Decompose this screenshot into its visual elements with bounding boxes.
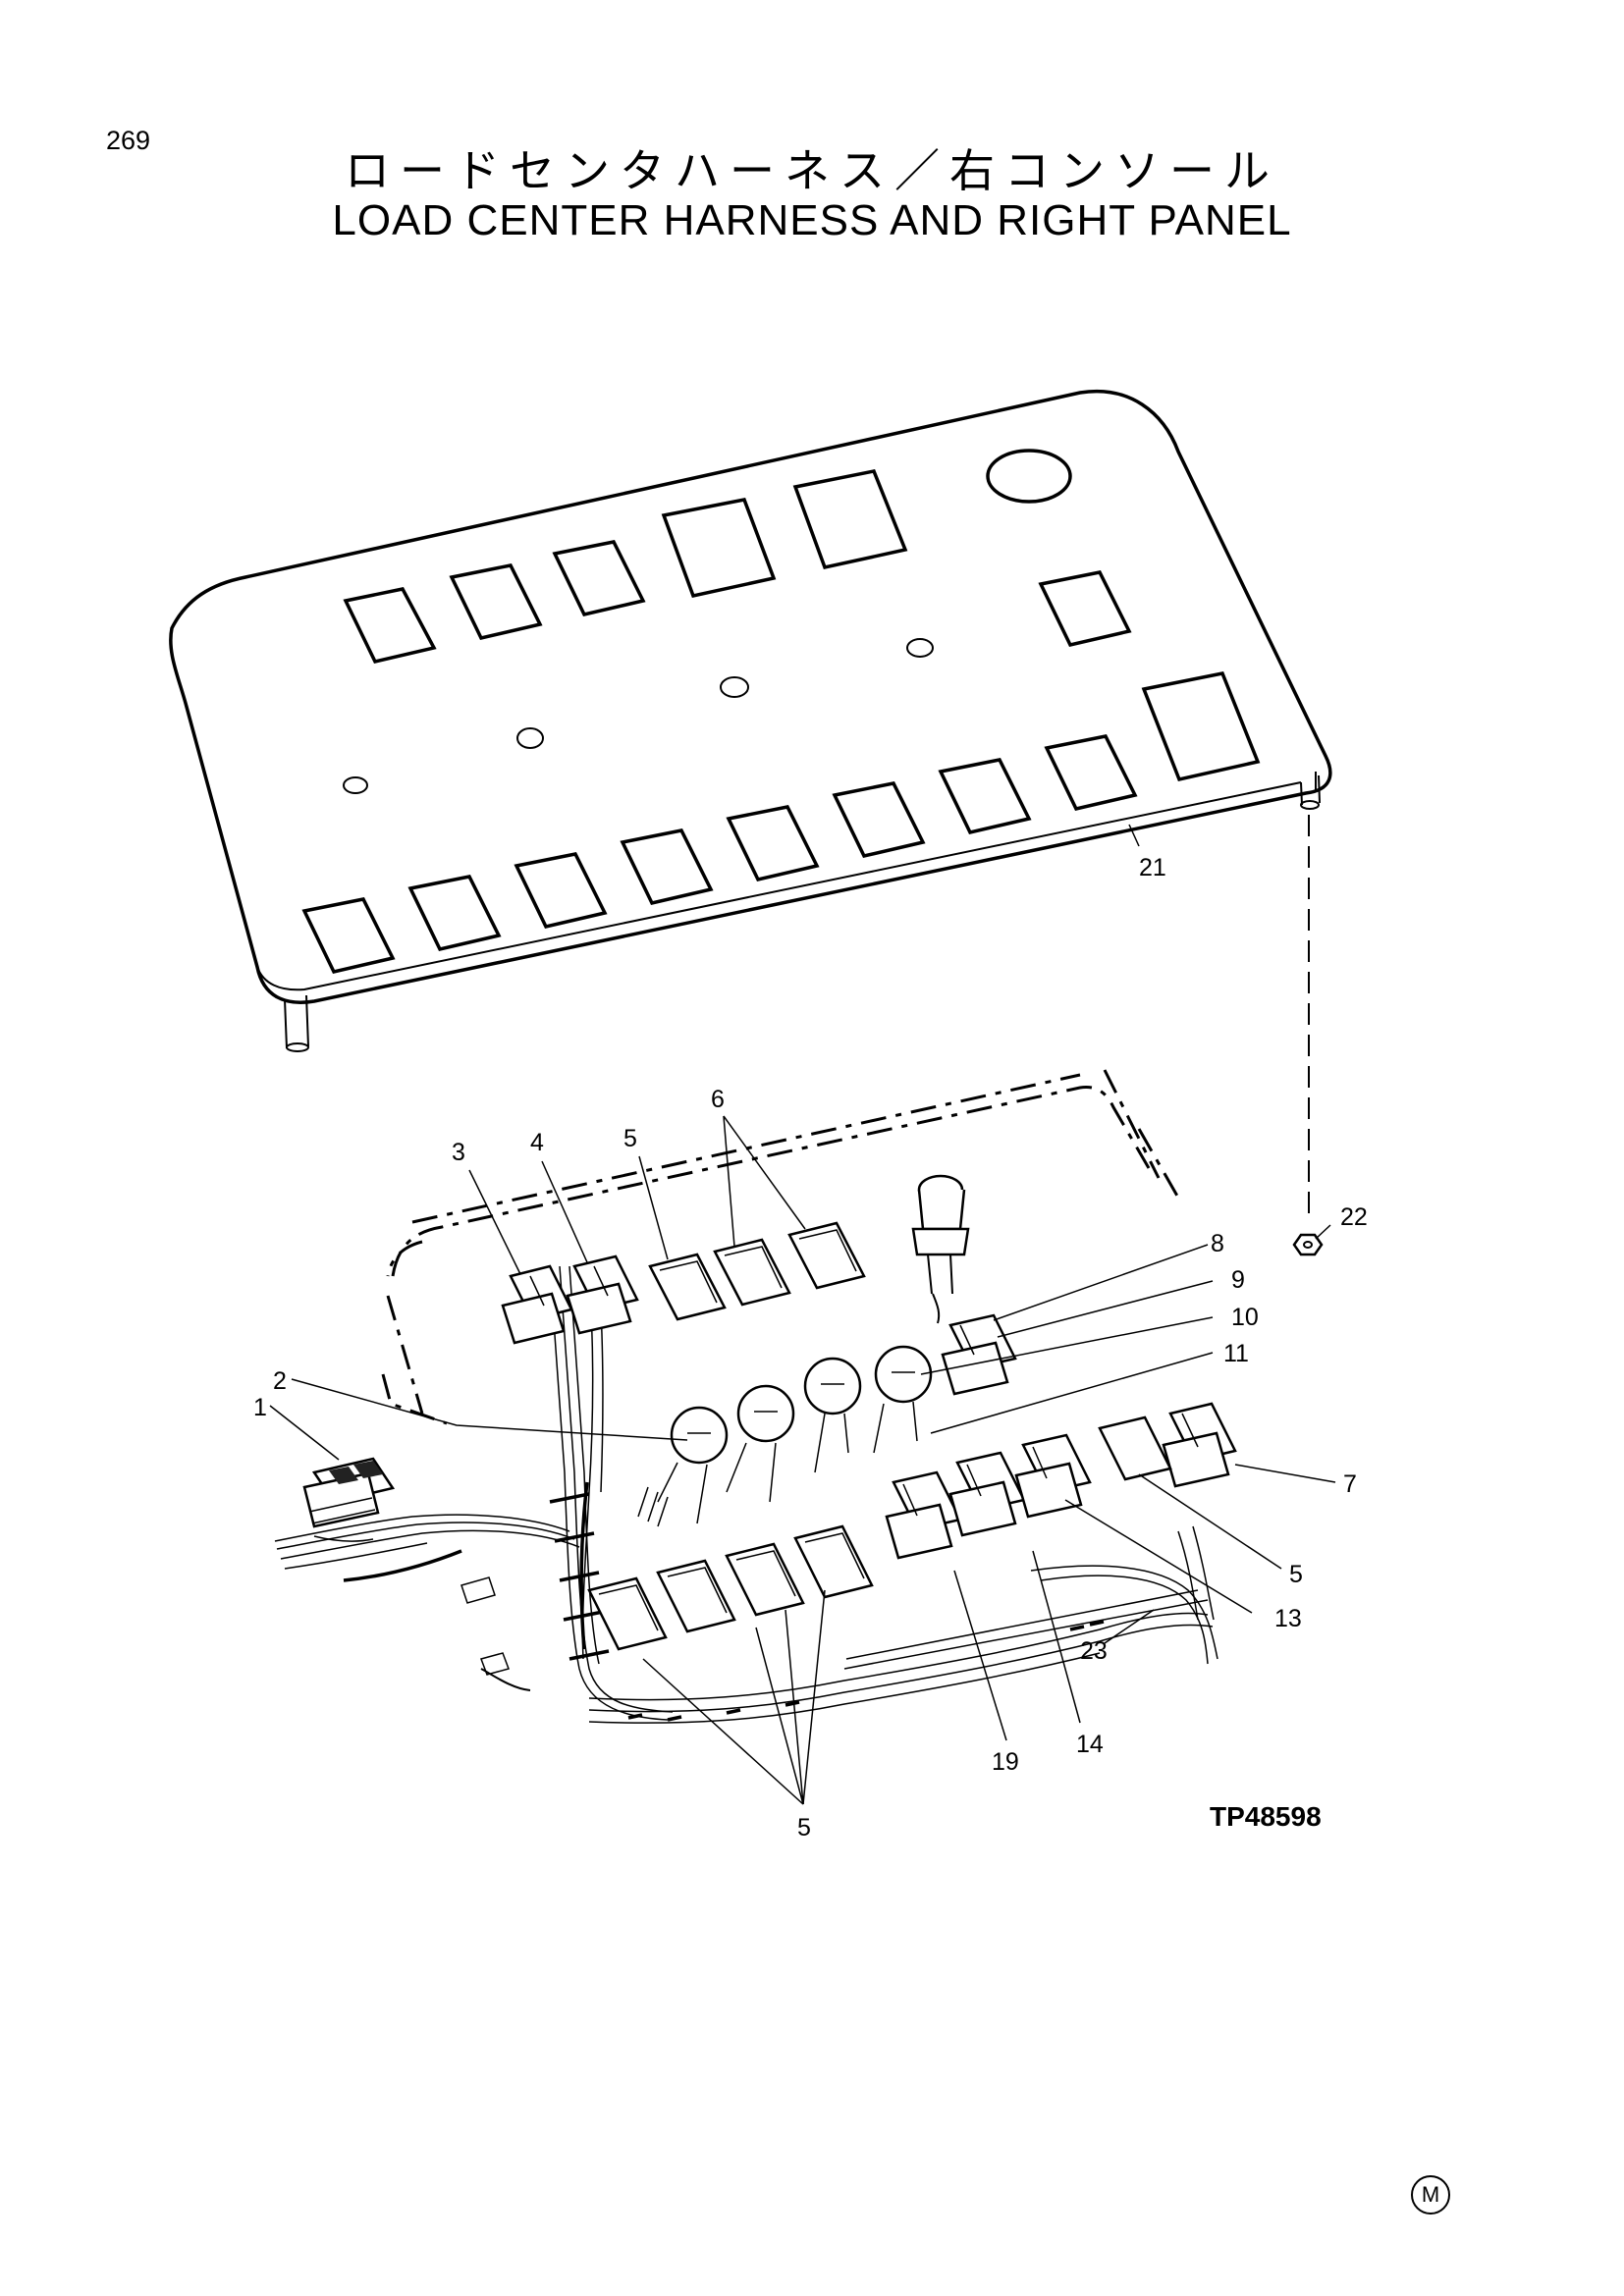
indicator-lamp bbox=[911, 1174, 970, 1324]
callout-22: 22 bbox=[1340, 1203, 1368, 1231]
callout-6: 6 bbox=[711, 1086, 725, 1113]
dashed-panel-outline bbox=[381, 1069, 1180, 1425]
callout-11: 11 bbox=[1223, 1340, 1249, 1367]
upper-blank-switches bbox=[648, 1221, 866, 1321]
callout-23: 23 bbox=[1080, 1637, 1108, 1665]
panel-cutouts bbox=[301, 449, 1261, 975]
callout-numbers: 1 2 3 4 5 6 8 9 10 11 7 5 13 23 19 14 5 … bbox=[253, 854, 1368, 1842]
callout-3: 3 bbox=[452, 1139, 465, 1166]
callout-14: 14 bbox=[1076, 1731, 1104, 1758]
switch-part-8-9 bbox=[941, 1313, 1017, 1396]
callout-1: 1 bbox=[253, 1394, 267, 1421]
callout-10: 10 bbox=[1231, 1304, 1259, 1331]
m-mark-icon: M bbox=[1411, 2175, 1450, 2215]
lower-blank-switches bbox=[587, 1524, 874, 1651]
switch-part-7 bbox=[1162, 1402, 1237, 1488]
callout-19: 19 bbox=[992, 1748, 1019, 1776]
callout-13: 13 bbox=[1274, 1605, 1302, 1632]
callout-9: 9 bbox=[1231, 1266, 1245, 1294]
page-title-japanese: ロードセンタハーネス／右コンソール bbox=[345, 144, 1279, 197]
callout-8: 8 bbox=[1211, 1230, 1224, 1257]
callout-4: 4 bbox=[530, 1129, 544, 1156]
rotary-switches bbox=[637, 1345, 933, 1527]
connector-part-1 bbox=[302, 1457, 396, 1542]
page-number: 269 bbox=[106, 126, 151, 155]
nut-part-22 bbox=[1292, 815, 1324, 1256]
callout-5-top: 5 bbox=[623, 1125, 637, 1152]
relays-part-3-4 bbox=[501, 1255, 639, 1345]
callout-5-bottom: 5 bbox=[797, 1814, 811, 1842]
switches-part-13-14-19 bbox=[885, 1415, 1172, 1560]
callout-5-right: 5 bbox=[1289, 1561, 1303, 1588]
load-center-harness bbox=[274, 1265, 1218, 1724]
callout-2: 2 bbox=[273, 1367, 287, 1395]
callout-7: 7 bbox=[1343, 1470, 1357, 1498]
right-panel-plate bbox=[169, 389, 1332, 1052]
figure-id: TP48598 bbox=[1210, 1801, 1322, 1832]
leader-lines bbox=[269, 824, 1336, 1805]
page-title-english: LOAD CENTER HARNESS AND RIGHT PANEL bbox=[332, 196, 1292, 244]
callout-21: 21 bbox=[1139, 854, 1166, 881]
